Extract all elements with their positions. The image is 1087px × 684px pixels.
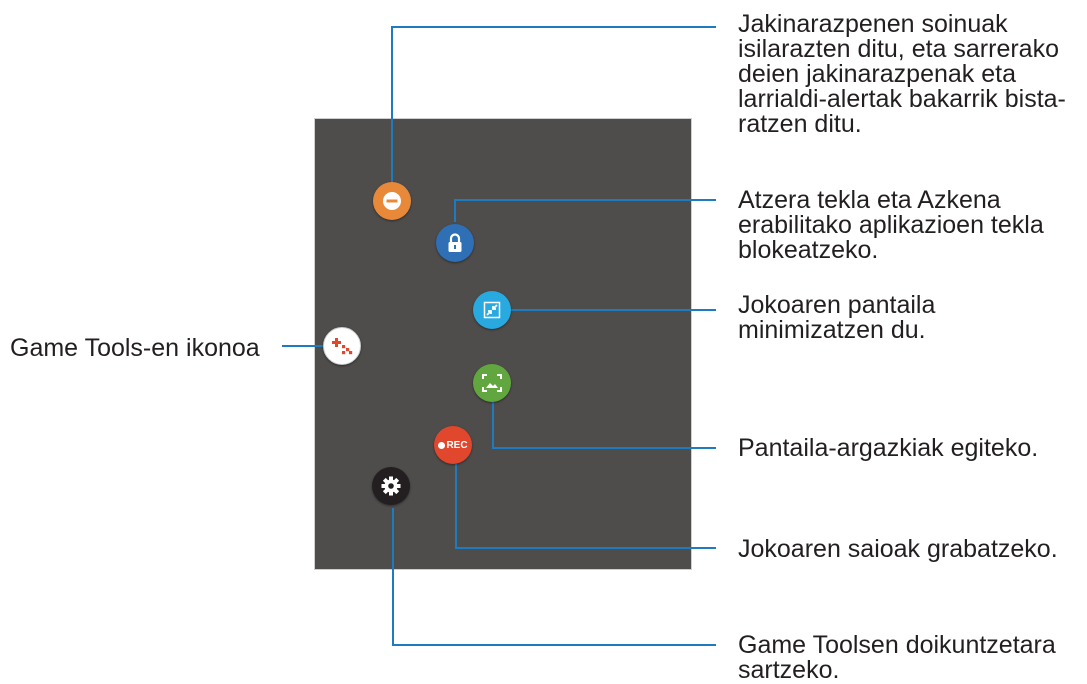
record-label: REC bbox=[446, 439, 468, 451]
no-alerts-button[interactable] bbox=[373, 182, 411, 220]
settings-label: Game Toolsen doikuntzetara sartzeko. bbox=[738, 631, 1056, 684]
screenshot-icon bbox=[482, 374, 502, 392]
game-tools-button[interactable] bbox=[323, 327, 361, 365]
lock-keys-button[interactable] bbox=[436, 224, 474, 262]
record-button[interactable]: REC bbox=[434, 426, 472, 464]
callout-line-lock-keys bbox=[454, 199, 716, 222]
minus-circle-icon bbox=[383, 192, 401, 210]
game-tools-label: Game Tools-en ikonoa bbox=[10, 334, 260, 362]
lock-keys-label: Atzera tekla eta Azkena erabilitako apli… bbox=[738, 186, 1044, 264]
game-tools-icon bbox=[332, 338, 353, 355]
minimize-label: Jokoaren pantaila minimizatzen du. bbox=[738, 291, 936, 344]
lock-icon bbox=[448, 233, 462, 252]
screenshot-button[interactable] bbox=[473, 364, 511, 402]
callout-line-record bbox=[455, 464, 716, 549]
no-alerts-label: Jakinarazpenen soinuak isilarazten ditu,… bbox=[738, 10, 1066, 138]
settings-button[interactable] bbox=[372, 467, 410, 505]
gear-icon bbox=[381, 476, 401, 496]
callout-line-no-alerts bbox=[391, 26, 716, 182]
minimize-arrows-icon bbox=[483, 301, 501, 319]
record-icon: REC bbox=[438, 439, 468, 451]
record-label-callout: Jokoaren saioak grabatzeko. bbox=[738, 535, 1058, 563]
minimize-button[interactable] bbox=[473, 291, 511, 329]
screenshot-label: Pantaila-argazkiak egiteko. bbox=[738, 434, 1039, 462]
callout-line-settings bbox=[392, 508, 716, 646]
callout-line-screenshot bbox=[492, 402, 716, 449]
